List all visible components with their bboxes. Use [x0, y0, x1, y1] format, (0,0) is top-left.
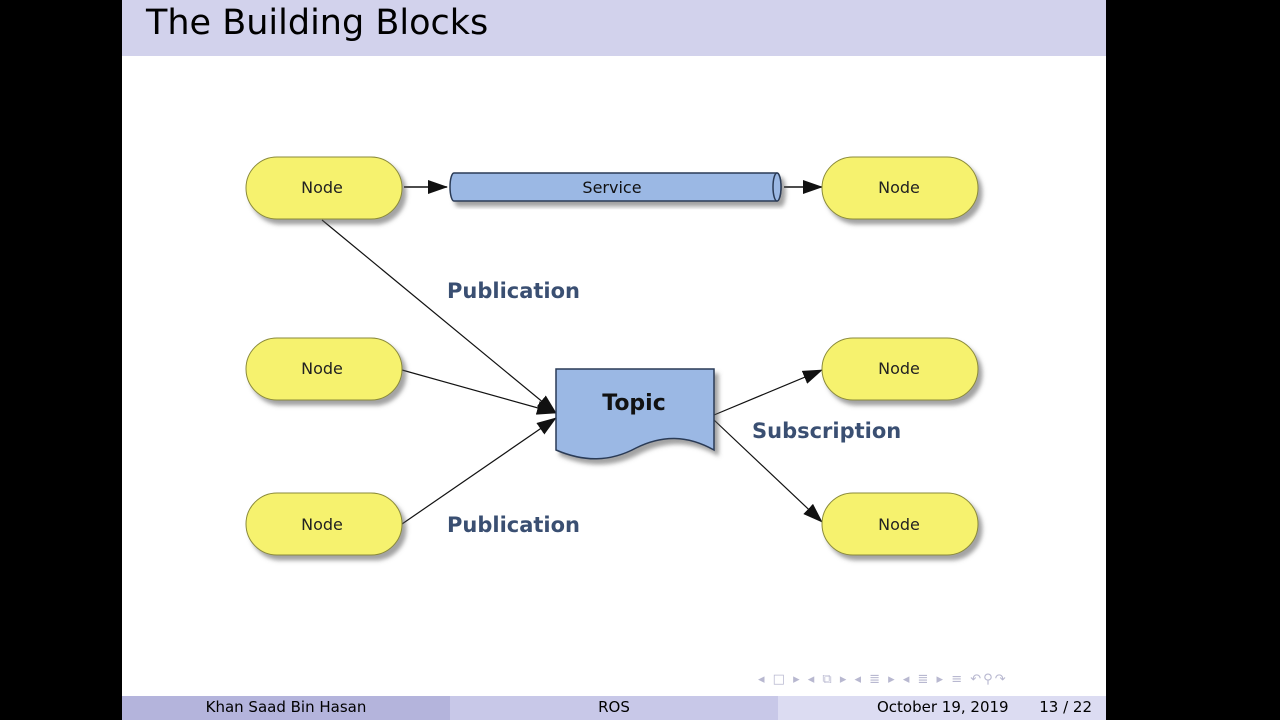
subscription-arrow-bottom: [713, 419, 823, 523]
slide-title: The Building Blocks: [146, 3, 489, 43]
ros-diagram: Service Topic Publication Publication Su…: [245, 156, 979, 556]
node-label: Node: [301, 515, 343, 534]
node-left-bottom: Node: [245, 492, 403, 556]
publication-arrow-middle: [401, 369, 557, 415]
node-right-middle: Node: [821, 337, 979, 401]
node-label: Node: [878, 178, 920, 197]
beamer-navigation: ◂ □ ▸ ◂ ⧉ ▸ ◂ ≣ ▸ ◂ ≣ ▸ ≡ ↶⚲↷: [758, 672, 1008, 687]
slide-footer: Khan Saad Bin Hasan ROS October 19, 2019…: [122, 696, 1106, 720]
footer-author: Khan Saad Bin Hasan: [122, 696, 450, 720]
publication-arrow-top: [321, 219, 557, 414]
node-right-top: Node: [821, 156, 979, 220]
publication-label-top: Publication: [447, 279, 580, 303]
subsection-nav-icon[interactable]: ◂ ⧉ ▸: [807, 672, 849, 687]
toc-icon[interactable]: ≡: [951, 672, 965, 687]
footer-page-number: 13 / 22: [1039, 698, 1092, 716]
node-label: Node: [878, 515, 920, 534]
node-left-top: Node: [245, 156, 403, 220]
back-icon[interactable]: ↶: [970, 672, 984, 687]
service-label: Service: [582, 178, 641, 197]
slide-nav-icon[interactable]: ◂ ≣ ▸: [902, 672, 946, 687]
footer-date: October 19, 2019: [877, 698, 1009, 716]
node-label: Node: [878, 359, 920, 378]
publication-arrow-bottom: [401, 417, 557, 525]
node-left-middle: Node: [245, 337, 403, 401]
publication-label-bottom: Publication: [447, 513, 580, 537]
slide-title-bar: The Building Blocks: [122, 0, 1106, 56]
footer-right: October 19, 2019 13 / 22: [778, 696, 1106, 720]
topic-shape: [555, 368, 715, 460]
footer-title: ROS: [450, 696, 778, 720]
subscription-arrow-top: [713, 369, 823, 416]
slide: The Building Blocks Service: [122, 0, 1106, 720]
node-right-bottom: Node: [821, 492, 979, 556]
service-pipe: [449, 172, 782, 202]
frame-nav-icon[interactable]: ◂ □ ▸: [758, 672, 802, 687]
node-label: Node: [301, 359, 343, 378]
subscription-label: Subscription: [752, 419, 901, 443]
section-nav-icon[interactable]: ◂ ≣ ▸: [854, 672, 897, 687]
forward-icon[interactable]: ↷: [994, 672, 1008, 687]
search-icon[interactable]: ⚲: [983, 672, 995, 687]
node-label: Node: [301, 178, 343, 197]
topic-label: Topic: [602, 391, 666, 416]
